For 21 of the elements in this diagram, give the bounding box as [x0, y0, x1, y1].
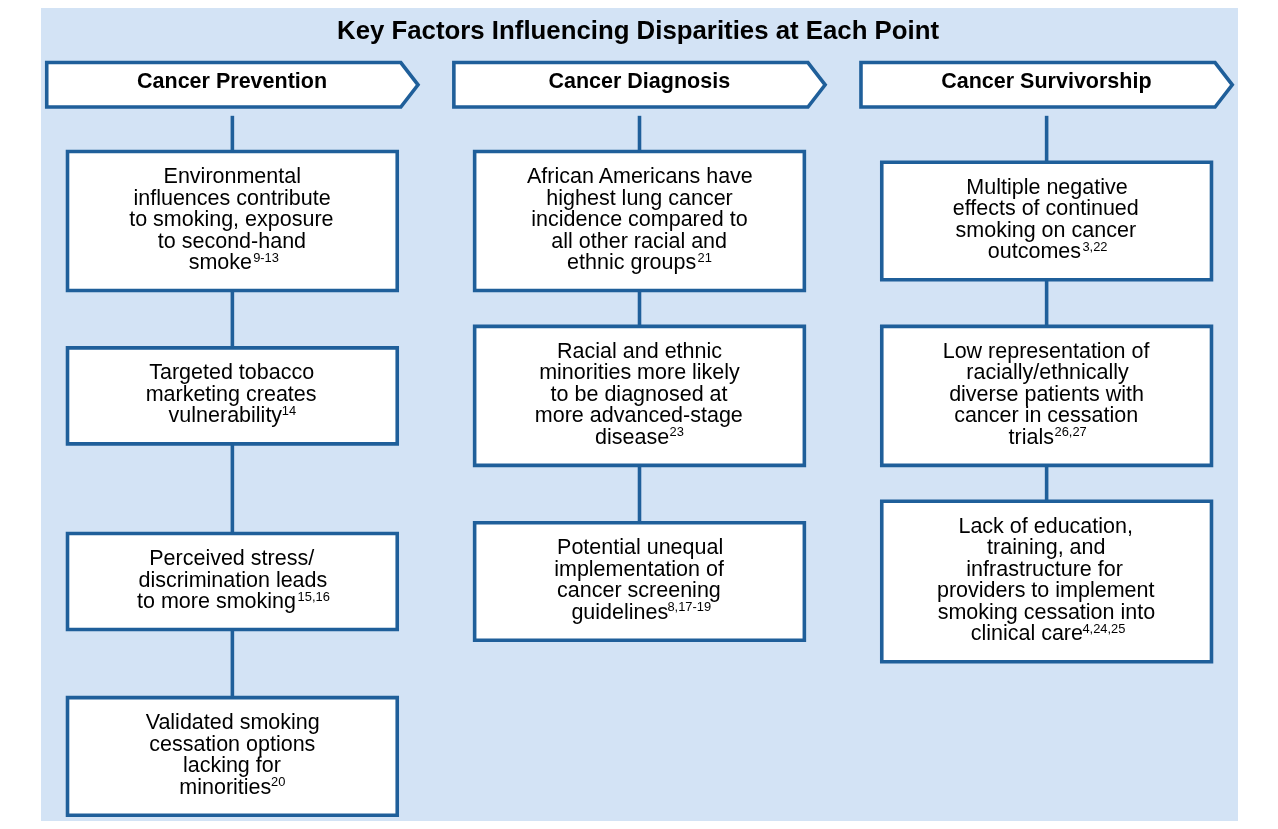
node-box: Perceived stress/ discrimination leads to more smoking$^{15,16}$	[65, 531, 399, 632]
node-box: Targeted tobacco marketing creates vulnerability$^{14}$	[65, 346, 399, 446]
connector	[1044, 465, 1048, 501]
connector	[230, 443, 234, 533]
node-box: Environmental influences contribute to smoking, exposure to second-hand smoke$^{9-13}$	[65, 149, 399, 293]
connector	[637, 290, 641, 327]
node-box: Low representation of racially/ethnically diverse patients with cancer in cessation trials$^{26,27}$	[879, 324, 1213, 468]
connector	[230, 115, 234, 152]
connector	[230, 290, 234, 348]
node-box: Potential unequal implementation of cancer screening guidelines$^{8,17-19}$	[472, 520, 806, 643]
connector	[637, 465, 641, 523]
node-box: African Americans have highest lung cancer incidence compared to all other racial and ethnic groups$^{21}$	[472, 149, 806, 293]
connector	[1044, 280, 1048, 326]
node-box: Validated smoking cessation options lacking for minorities$^{20}$	[65, 695, 399, 817]
connector	[1044, 115, 1048, 163]
diagram-title: Key Factors Influencing Disparities at Each Point	[336, 15, 939, 44]
connector	[230, 629, 234, 698]
node-box: Racial and ethnic minorities more likely to be diagnosed at more advanced-stage disease$^{23}$	[472, 324, 806, 468]
node-box: Lack of education, training, and infrastructure for providers to implement smoking cessation into clinical care$^{4,24,25}$	[879, 499, 1213, 664]
connector	[637, 115, 641, 152]
node-box: Multiple negative effects of continued smoking on cancer outcomes$^{3,22}$	[879, 160, 1213, 282]
